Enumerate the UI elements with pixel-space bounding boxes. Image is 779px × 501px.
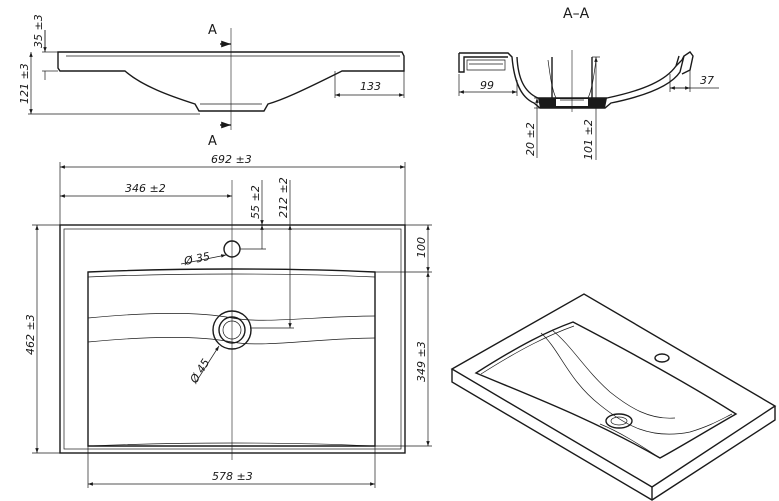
dim-bowl-depth: 349 ±3 (415, 341, 428, 382)
dim-side-thickness: 35 ±3 (32, 14, 45, 48)
dim-overall-width: 692 ±3 (211, 153, 252, 166)
dim-hole-offset: 55 ±2 (249, 185, 262, 219)
section-title: A–A (563, 6, 590, 22)
section-view: A–A 99 37 20 ±2 (458, 6, 719, 160)
dim-section-depth: 101 ±2 (582, 119, 595, 160)
dim-drain-diameter: Ø 45 (187, 357, 212, 387)
dim-section-rim-left: 99 (480, 79, 494, 92)
plan-view: 692 ±3 346 ±2 55 ±2 212 ±2 Ø 35 Ø 45 100… (24, 153, 432, 488)
side-view: A A 35 ±3 121 ±3 133 (18, 14, 405, 149)
dim-section-rim-right: 37 (700, 74, 714, 87)
dim-bowl-width: 578 ±3 (212, 470, 253, 483)
dim-back-margin: 100 (415, 237, 428, 258)
section-marker-top: A (208, 23, 217, 38)
dim-section-bottom: 20 ±2 (524, 122, 537, 156)
dim-overall-depth: 462 ±3 (24, 314, 37, 355)
dim-hole-diameter: Ø 35 (182, 250, 211, 268)
isometric-view (450, 293, 777, 501)
dim-side-height: 121 ±3 (18, 63, 31, 104)
section-marker-bottom: A (208, 134, 217, 149)
dim-drain-offset: 212 ±2 (277, 177, 290, 218)
dim-side-rim: 133 (360, 80, 381, 93)
dim-center-offset: 346 ±2 (125, 182, 166, 195)
